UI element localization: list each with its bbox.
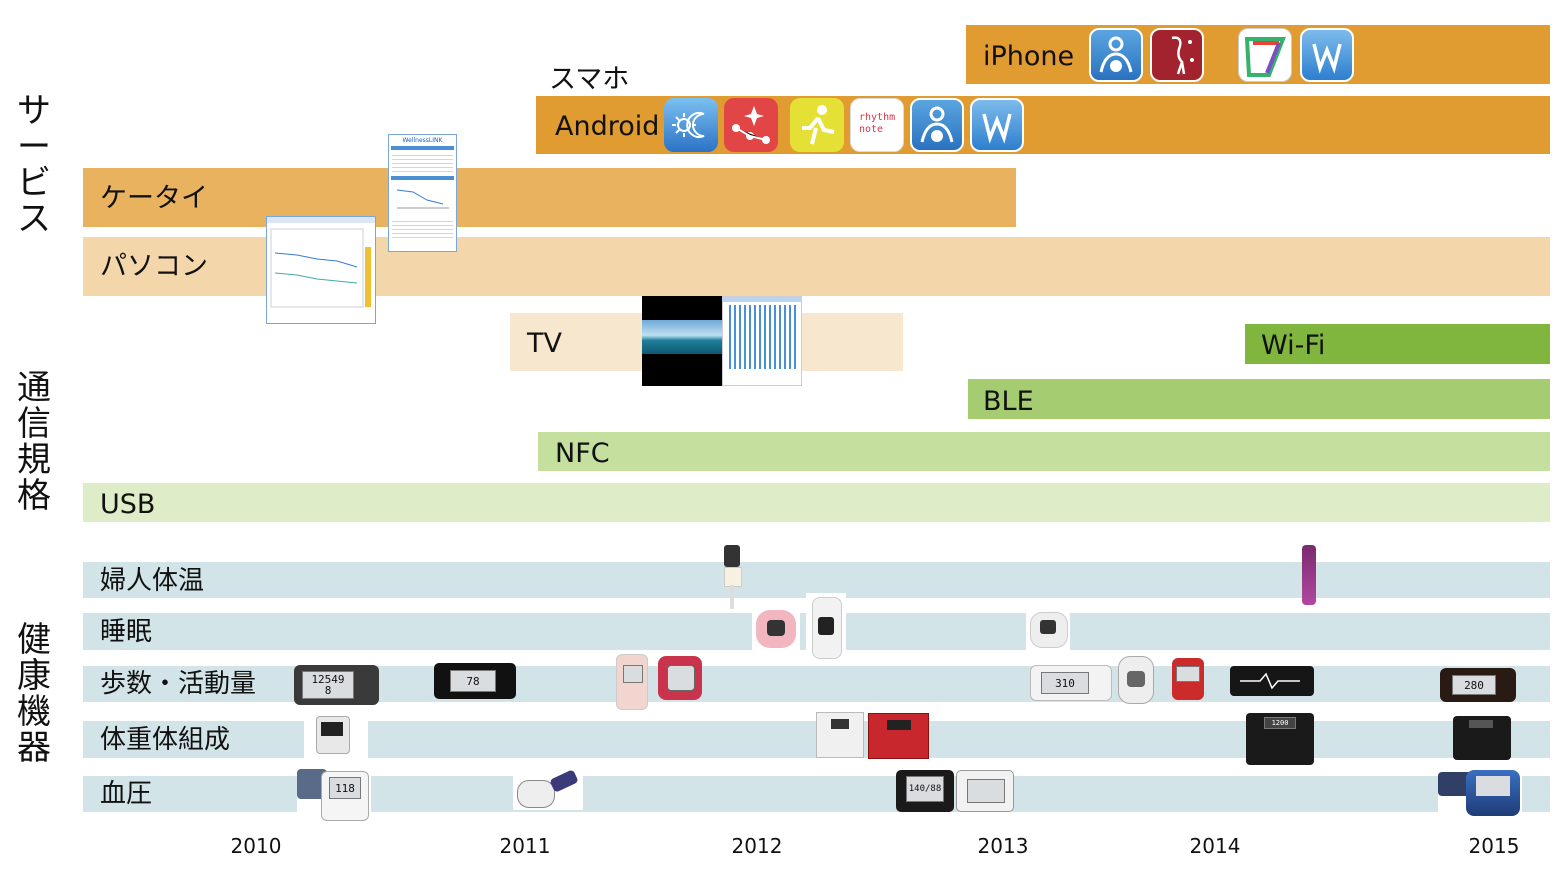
ble-label: BLE [983,386,1034,417]
bp-wrist-black-icon: 140/88 [896,770,954,812]
year-label-2015: 2015 [1468,834,1520,858]
bp-wrist-2011-icon [513,768,583,810]
tv-beach-screenshot [642,296,722,386]
sleep-app-icon [664,98,718,152]
keitai-bar: ケータイ [83,168,1016,227]
body-scale-2015-icon [1453,716,1511,760]
sleep-label: 睡眠 [100,617,153,647]
category-services: サービス [17,91,51,239]
rhythm-note-label: rhythm note [859,112,896,135]
usb-label: USB [100,489,156,520]
year-label-2012: 2012 [731,834,783,858]
pedometer-2011-readout: 78 [450,670,496,692]
android-label: Android [555,111,660,142]
activity-clip-icon [1118,656,1154,704]
smartphone-label: スマホ [549,64,630,95]
bp-2010-readout: 118 [329,777,361,799]
activity-band-icon [1230,666,1314,696]
blood-pressure-label: 血圧 [100,779,153,809]
tv-data-screenshot [722,296,802,386]
pedometer-2011-icon: 78 [434,663,516,699]
body-comp-label: 体重体組成 [100,725,231,755]
nfc-label: NFC [555,438,610,469]
keitai-label: ケータイ [100,183,208,214]
wellness-app-icon-iphone [1300,28,1354,82]
pedometer-2013-readout: 310 [1041,672,1089,694]
activity-2015-readout: 280 [1452,675,1496,695]
activity-2015-icon: 280 [1440,668,1516,702]
body-scale-2014-readout: 1200 [1264,717,1296,729]
wifi-bar: Wi-Fi [1245,324,1550,364]
body-scale-2010-icon [304,714,368,758]
year-label-2014: 2014 [1189,834,1241,858]
pc-label: パソコン [100,251,208,282]
ble-bar: BLE [968,379,1550,419]
health-app-icon-android [910,98,964,152]
pedometer-red-icon [658,656,702,700]
seven-app-icon [1238,28,1292,82]
wellness-app-icon-android [970,98,1024,152]
mobile-site-screenshot: WellnessLINK [388,134,457,252]
bp-monitor-2015-icon [1438,768,1522,818]
wifi-label: Wi-Fi [1261,330,1326,361]
category-health-devices: 健康機器 [17,620,51,768]
thermometer-2014-icon [1298,545,1322,608]
connect-app-icon [724,98,778,152]
wellness-link-logo: WellnessLINK [402,137,443,144]
basal-temp-label: 婦人体温 [100,566,205,596]
tv-label: TV [527,328,562,359]
bp-monitor-2010-icon: 118 [297,767,371,821]
year-label-2011: 2011 [499,834,551,858]
steps-label: 歩数・活動量 [100,669,257,699]
year-label-2010: 2010 [230,834,282,858]
rhythm-note-app-icon: rhythm note [850,98,904,152]
pedometer-2010-steps: 12549 [311,673,345,686]
bp-wrist-white-icon [956,770,1014,812]
sleep-monitor-pink-icon [752,606,800,652]
bp-2012-readout: 140/88 [906,776,944,802]
sleep-monitor-2013-icon [1026,608,1070,650]
sleep-sensor-icon [806,593,846,665]
running-app-icon [790,98,844,152]
pedometer-2014-red-icon [1172,658,1204,700]
category-communication: 通信規格 [17,368,51,516]
pedometer-pink-icon [616,654,648,710]
thermometer-2012-icon [719,545,745,610]
body-scale-red-icon [868,713,929,759]
body-scale-2014-icon: 1200 [1246,713,1314,765]
flamingo-app-icon [1150,28,1204,82]
pedometer-2010-small: 8 [324,684,332,697]
year-label-2013: 2013 [977,834,1029,858]
iphone-label: iPhone [983,41,1075,72]
pedometer-2010-icon: 12549 8 [294,665,379,705]
nfc-bar: NFC [538,432,1550,471]
health-app-icon [1089,28,1143,82]
pc-site-screenshot [266,216,376,324]
pedometer-2013-icon: 310 [1030,665,1112,701]
usb-bar: USB [83,483,1550,522]
body-scale-white-icon [816,712,864,758]
